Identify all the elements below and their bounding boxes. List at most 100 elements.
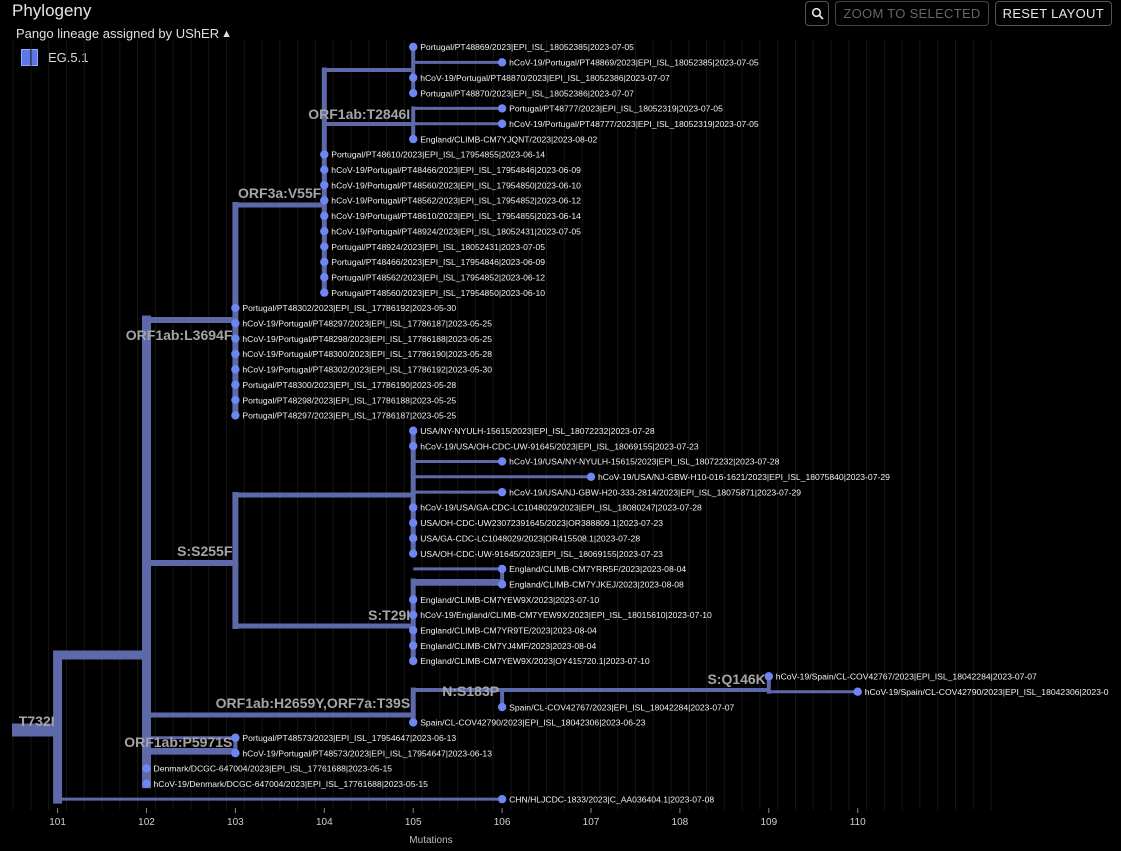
axis-tick-label: 105 [405,817,422,828]
tree-node [231,748,240,758]
leaf-label[interactable]: hCoV-19/USA/NY-NYULH-15615/2023|EPI_ISL_… [509,457,779,467]
lineage-header[interactable]: Pango lineage assigned by UShER ▲ [16,26,232,41]
tree-node [409,42,418,52]
leaf-label[interactable]: USA/NY-NYULH-15615/2023|EPI_ISL_18072232… [420,426,655,436]
leaf-label[interactable]: Portugal/PT48466/2023|EPI_ISL_17954846|2… [331,257,545,267]
tree-node [231,365,240,374]
leaf-label[interactable]: hCoV-19/Portugal/PT48924/2023|EPI_ISL_18… [331,226,581,236]
leaf-label[interactable]: hCoV-19/Spain/CL-COV42790/2023|EPI_ISL_1… [865,687,1109,697]
leaf-label[interactable]: hCoV-19/Portugal/PT48302/2023|EPI_ISL_17… [242,365,492,375]
leaf-label[interactable]: Denmark/DCGC-647004/2023|EPI_ISL_1776168… [154,764,393,774]
leaf-label[interactable]: hCoV-19/Portugal/PT48298/2023|EPI_ISL_17… [242,334,492,344]
leaf-label[interactable]: hCoV-19/USA/OH-CDC-UW-91645/2023|EPI_ISL… [420,441,699,451]
leaf-label[interactable]: Portugal/PT48562/2023|EPI_ISL_17954852|2… [331,272,545,282]
leaf-label[interactable]: hCoV-19/Spain/CL-COV42767/2023|EPI_ISL_1… [776,672,1037,682]
leaf-label[interactable]: England/CLIMB-CM7YEW9X/2023|OY415720.1|2… [420,656,650,666]
leaf-label[interactable]: hCoV-19/Portugal/PT48870/2023|EPI_ISL_18… [420,73,670,83]
axis-tick-label: 106 [494,817,511,828]
leaf-label[interactable]: England/CLIMB-CM7YRR5F/2023|2023-08-04 [509,564,686,574]
axis-tick-label: 104 [316,817,333,828]
axis-tick-label: 107 [583,817,600,828]
zoom-button[interactable] [805,1,830,26]
leaf-label[interactable]: Portugal/PT48300/2023|EPI_ISL_17786190|2… [242,380,456,390]
leaf-label[interactable]: hCoV-19/USA/NJ-GBW-H20-333-2814/2023|EPI… [509,487,801,497]
axis-tick-label: 109 [760,817,777,828]
leaf-label[interactable]: England/CLIMB-CM7YJ4MF/2023|2023-08-04 [420,641,596,651]
mutation-label: S:T29I [368,607,410,623]
magnifier-icon [811,7,824,20]
mutation-label: T732I [19,713,55,729]
leaf-label[interactable]: USA/OH-CDC-UW-91645/2023|EPI_ISL_1806915… [420,549,663,559]
mutation-label: S:Q146K [707,671,765,687]
tree-node [409,641,418,650]
lineage-header-label: Pango lineage assigned by UShER [16,26,220,41]
leaf-label[interactable]: Portugal/PT48869/2023|EPI_ISL_18052385|2… [420,42,634,52]
tree-node [497,104,507,113]
leaf-label[interactable]: hCoV-19/USA/NJ-GBW-H10-016-1621/2023|EPI… [598,472,890,482]
toolbar: ZOOM TO SELECTED RESET LAYOUT [805,1,1112,26]
axis-tick-label: 103 [227,817,244,828]
leaf-label[interactable]: Spain/CL-COV42767/2023|EPI_ISL_18042284|… [509,702,734,712]
tree-node [409,656,418,666]
leaf-label[interactable]: hCoV-19/Portugal/PT48466/2023|EPI_ISL_17… [331,165,581,175]
tree-node [764,672,773,681]
leaf-label[interactable]: hCoV-19/Portugal/PT48610/2023|EPI_ISL_17… [331,211,581,221]
tree-node [320,288,329,297]
leaf-label[interactable]: England/CLIMB-CM7YEW9X/2023|2023-07-10 [420,595,599,605]
tree-branches [12,45,858,804]
legend-swatch[interactable] [21,49,38,66]
leaf-label[interactable]: England/CLIMB-CM7YR9TE/2023|2023-08-04 [420,626,597,636]
leaf-label[interactable]: USA/GA-CDC-LC1048029/2023|OR415508.1|202… [420,533,640,543]
leaf-label[interactable]: hCoV-19/England/CLIMB-CM7YEW9X/2023|EPI_… [420,610,712,620]
leaf-label[interactable]: Portugal/PT48777/2023|EPI_ISL_18052319|2… [509,104,723,114]
chevron-up-icon[interactable]: ▲ [221,27,232,40]
leaf-label[interactable]: hCoV-19/Portugal/PT48297/2023|EPI_ISL_17… [242,319,492,329]
tree-node [320,165,329,174]
tree-node [497,487,507,497]
leaf-label[interactable]: Portugal/PT48610/2023|EPI_ISL_17954855|2… [331,150,545,160]
leaf-label[interactable]: hCoV-19/Portugal/PT48562/2023|EPI_ISL_17… [331,196,581,206]
tree-node [142,779,151,788]
leaf-label[interactable]: England/CLIMB-CM7YJQNT/2023|2023-08-02 [420,134,597,144]
zoom-to-selected-button[interactable]: ZOOM TO SELECTED [835,1,989,26]
lineage-legend: EG.5.1 [21,49,88,66]
mutation-label: N:S183P [442,683,499,699]
leaf-label[interactable]: Portugal/PT48560/2023|EPI_ISL_17954850|2… [331,288,545,298]
tree-node [409,595,418,604]
leaf-label[interactable]: hCoV-19/Portugal/PT48573/2023|EPI_ISL_17… [242,748,492,758]
leaf-label[interactable]: hCoV-19/USA/GA-CDC-LC1048029/2023|EPI_IS… [420,503,702,513]
mutation-label: ORF1ab:T2846I [308,106,410,122]
leaf-label[interactable]: USA/OH-CDC-UW23072391645/2023|OR388809.1… [420,518,663,528]
leaf-label[interactable]: hCoV-19/Portugal/PT48300/2023|EPI_ISL_17… [242,349,492,359]
leaf-label[interactable]: Portugal/PT48298/2023|EPI_ISL_17786188|2… [242,395,456,405]
axis-tick-label: 102 [138,817,155,828]
leaf-label[interactable]: Portugal/PT48302/2023|EPI_ISL_17786192|2… [242,303,456,313]
leaf-label[interactable]: Spain/CL-COV42790/2023|EPI_ISL_18042306|… [420,718,645,728]
leaf-label[interactable]: Portugal/PT48870/2023|EPI_ISL_18052386|2… [420,88,634,98]
leaf-label[interactable]: CHN/HLJCDC-1833/2023|C_AA036404.1|2023-0… [509,794,714,804]
leaf-label[interactable]: Portugal/PT48297/2023|EPI_ISL_17786187|2… [242,411,456,421]
tree-node [320,196,329,205]
leaf-label[interactable]: hCoV-19/Portugal/PT48560/2023|EPI_ISL_17… [331,180,581,190]
tree-node [320,242,329,251]
mutation-labels: T732I ORF1ab:L3694F ORF3a:V55F ORF1ab:T2846… [19,106,766,750]
leaf-label[interactable]: Portugal/PT48924/2023|EPI_ISL_18052431|2… [331,242,545,252]
mutation-label: ORF3a:V55F [238,185,322,201]
tree-node [409,441,418,451]
tree-node [409,718,418,727]
tree-node [409,503,418,512]
tree-node [231,395,240,405]
leaf-label[interactable]: hCoV-19/Portugal/PT48777/2023|EPI_ISL_18… [509,119,759,129]
leaf-label[interactable]: England/CLIMB-CM7YJKEJ/2023|2023-08-08 [509,579,684,589]
reset-layout-button[interactable]: RESET LAYOUT [994,1,1112,26]
mutation-label: ORF1ab:P5971S [124,734,232,750]
leaf-label[interactable]: hCoV-19/Denmark/DCGC-647004/2023|EPI_ISL… [154,779,429,789]
leaf-label[interactable]: hCoV-19/Portugal/PT48869/2023|EPI_ISL_18… [509,58,759,68]
tree-node [142,764,151,773]
mutation-label: ORF1ab:L3694F [126,327,233,343]
panel-title: Phylogeny [12,1,92,20]
leaf-label[interactable]: Portugal/PT48573/2023|EPI_ISL_17954647|2… [242,733,456,743]
tree-node [409,518,418,528]
